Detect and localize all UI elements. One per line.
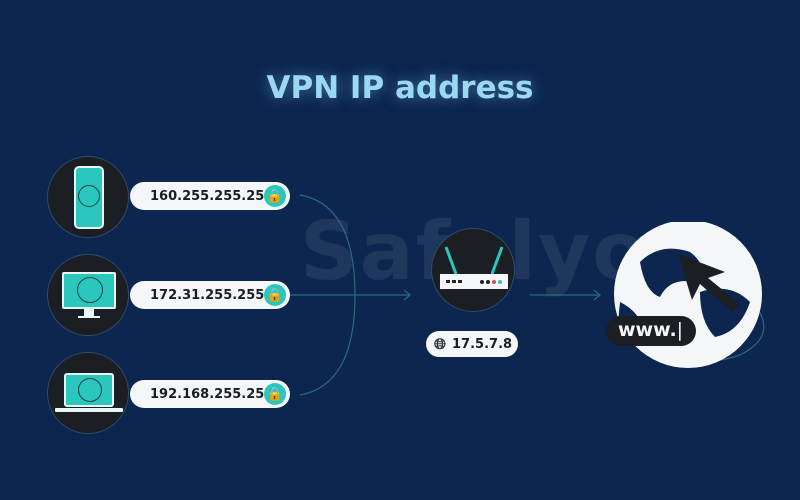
device-ip-pill: 160.255.255.255 🔒	[130, 182, 290, 210]
monitor-icon	[62, 272, 116, 309]
lock-icon: 🔒	[264, 383, 286, 405]
globe-icon: 🌐︎	[434, 335, 447, 353]
laptop-icon	[64, 373, 114, 407]
monitor-device	[47, 254, 129, 336]
device-ip-pill: 172.31.255.255 🔒	[130, 281, 290, 309]
ip-address: 192.168.255.255	[150, 386, 274, 402]
router-ip: 17.5.7.8	[452, 336, 513, 352]
router-device	[431, 228, 515, 312]
lock-icon: 🔒	[264, 284, 286, 306]
router-ip-pill: 🌐︎ 17.5.7.8	[426, 331, 518, 357]
url-text: www.	[618, 319, 677, 341]
globe-icon	[614, 222, 762, 368]
phone-device	[47, 156, 129, 238]
ip-address: 160.255.255.255	[150, 188, 274, 204]
device-ip-pill: 192.168.255.255 🔒	[130, 380, 290, 408]
ip-address: 172.31.255.255	[150, 287, 265, 303]
laptop-device	[47, 352, 129, 434]
lock-icon: 🔒	[264, 185, 286, 207]
page-title: VPN IP address	[266, 70, 534, 106]
cursor-arrow-icon	[678, 254, 740, 312]
router-icon	[440, 246, 508, 289]
url-bar: www.|	[606, 316, 696, 346]
phone-icon	[74, 166, 104, 229]
